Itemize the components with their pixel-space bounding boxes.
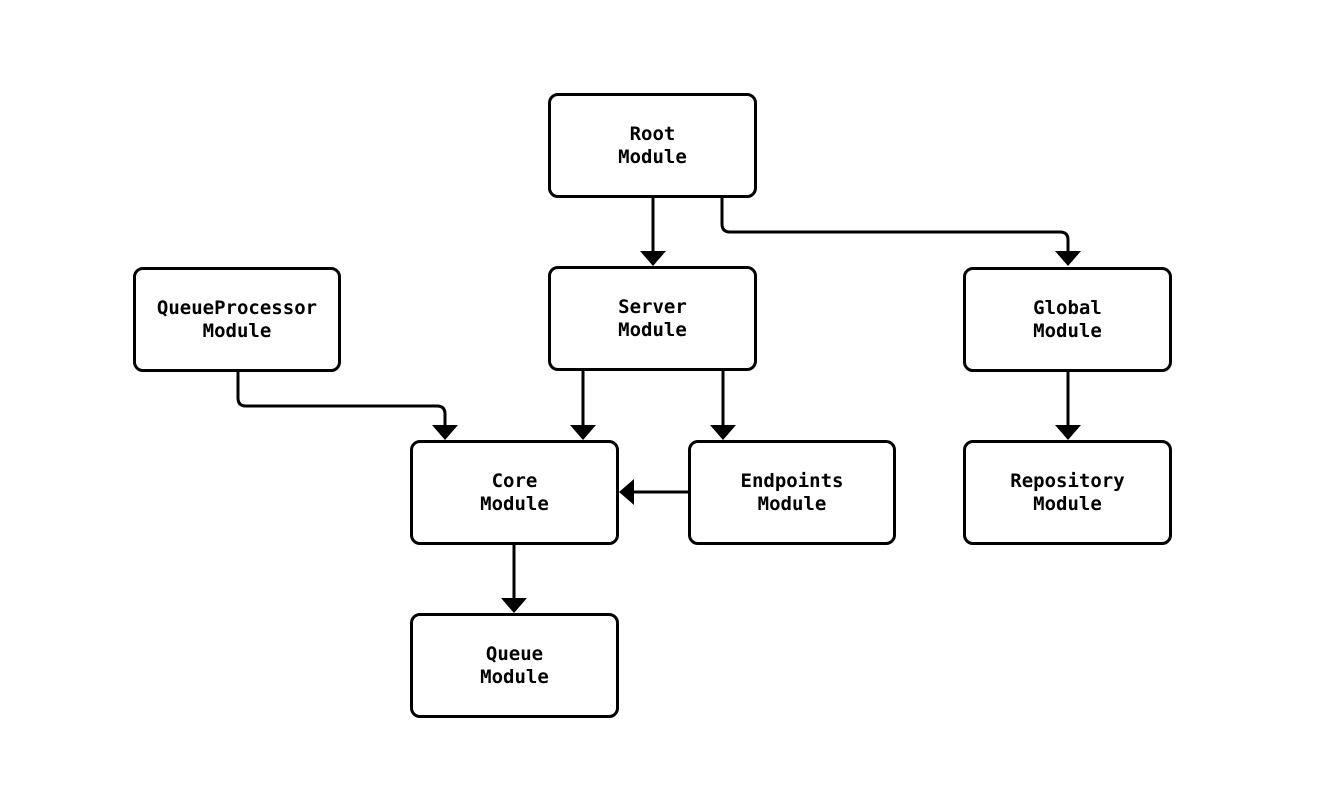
node-label-line1: Global [1033, 296, 1102, 319]
node-core-module: Core Module [410, 440, 619, 545]
arrowhead-down-icon [710, 425, 736, 440]
arrowhead-down-icon [432, 425, 458, 440]
node-label-line1: Root [629, 122, 676, 145]
node-label-line1: Core [491, 469, 538, 492]
node-label-line1: Endpoints [740, 469, 844, 492]
node-label-line1: QueueProcessor [156, 296, 318, 319]
node-repository-module: Repository Module [963, 440, 1172, 545]
arrowhead-down-icon [570, 425, 596, 440]
arrowhead-down-icon [1055, 251, 1081, 266]
edge-core-queue [501, 545, 527, 613]
node-label-line1: Server [618, 295, 687, 318]
edge-global-repository [1055, 372, 1081, 440]
node-label-line2: Module [1033, 319, 1102, 342]
arrowhead-down-icon [501, 598, 527, 613]
node-label-line2: Module [480, 492, 549, 515]
node-label-line2: Module [1033, 492, 1102, 515]
node-endpoints-module: Endpoints Module [688, 440, 896, 545]
node-label-line2: Module [480, 665, 549, 688]
arrowhead-down-icon [1055, 425, 1081, 440]
node-label-line2: Module [202, 319, 272, 342]
node-label-line2: Module [757, 492, 827, 515]
node-global-module: Global Module [963, 267, 1172, 372]
node-label-line2: Module [618, 318, 687, 341]
node-server-module: Server Module [548, 266, 757, 371]
edge-queueprocessor-core [236, 372, 458, 440]
node-queueprocessor-module: QueueProcessor Module [133, 267, 341, 372]
node-label-line1: Queue [485, 642, 544, 665]
node-root-module: Root Module [548, 93, 757, 198]
edge-root-server [640, 198, 666, 266]
node-label-line1: Repository [1010, 469, 1125, 492]
edge-endpoints-core [619, 479, 688, 505]
node-queue-module: Queue Module [410, 613, 619, 718]
edge-root-global [720, 198, 1081, 266]
node-label-line2: Module [618, 145, 687, 168]
arrowhead-down-icon [640, 251, 666, 266]
edge-server-core [570, 371, 596, 440]
arrowhead-left-icon [619, 479, 634, 505]
edge-server-endpoints [710, 371, 736, 440]
